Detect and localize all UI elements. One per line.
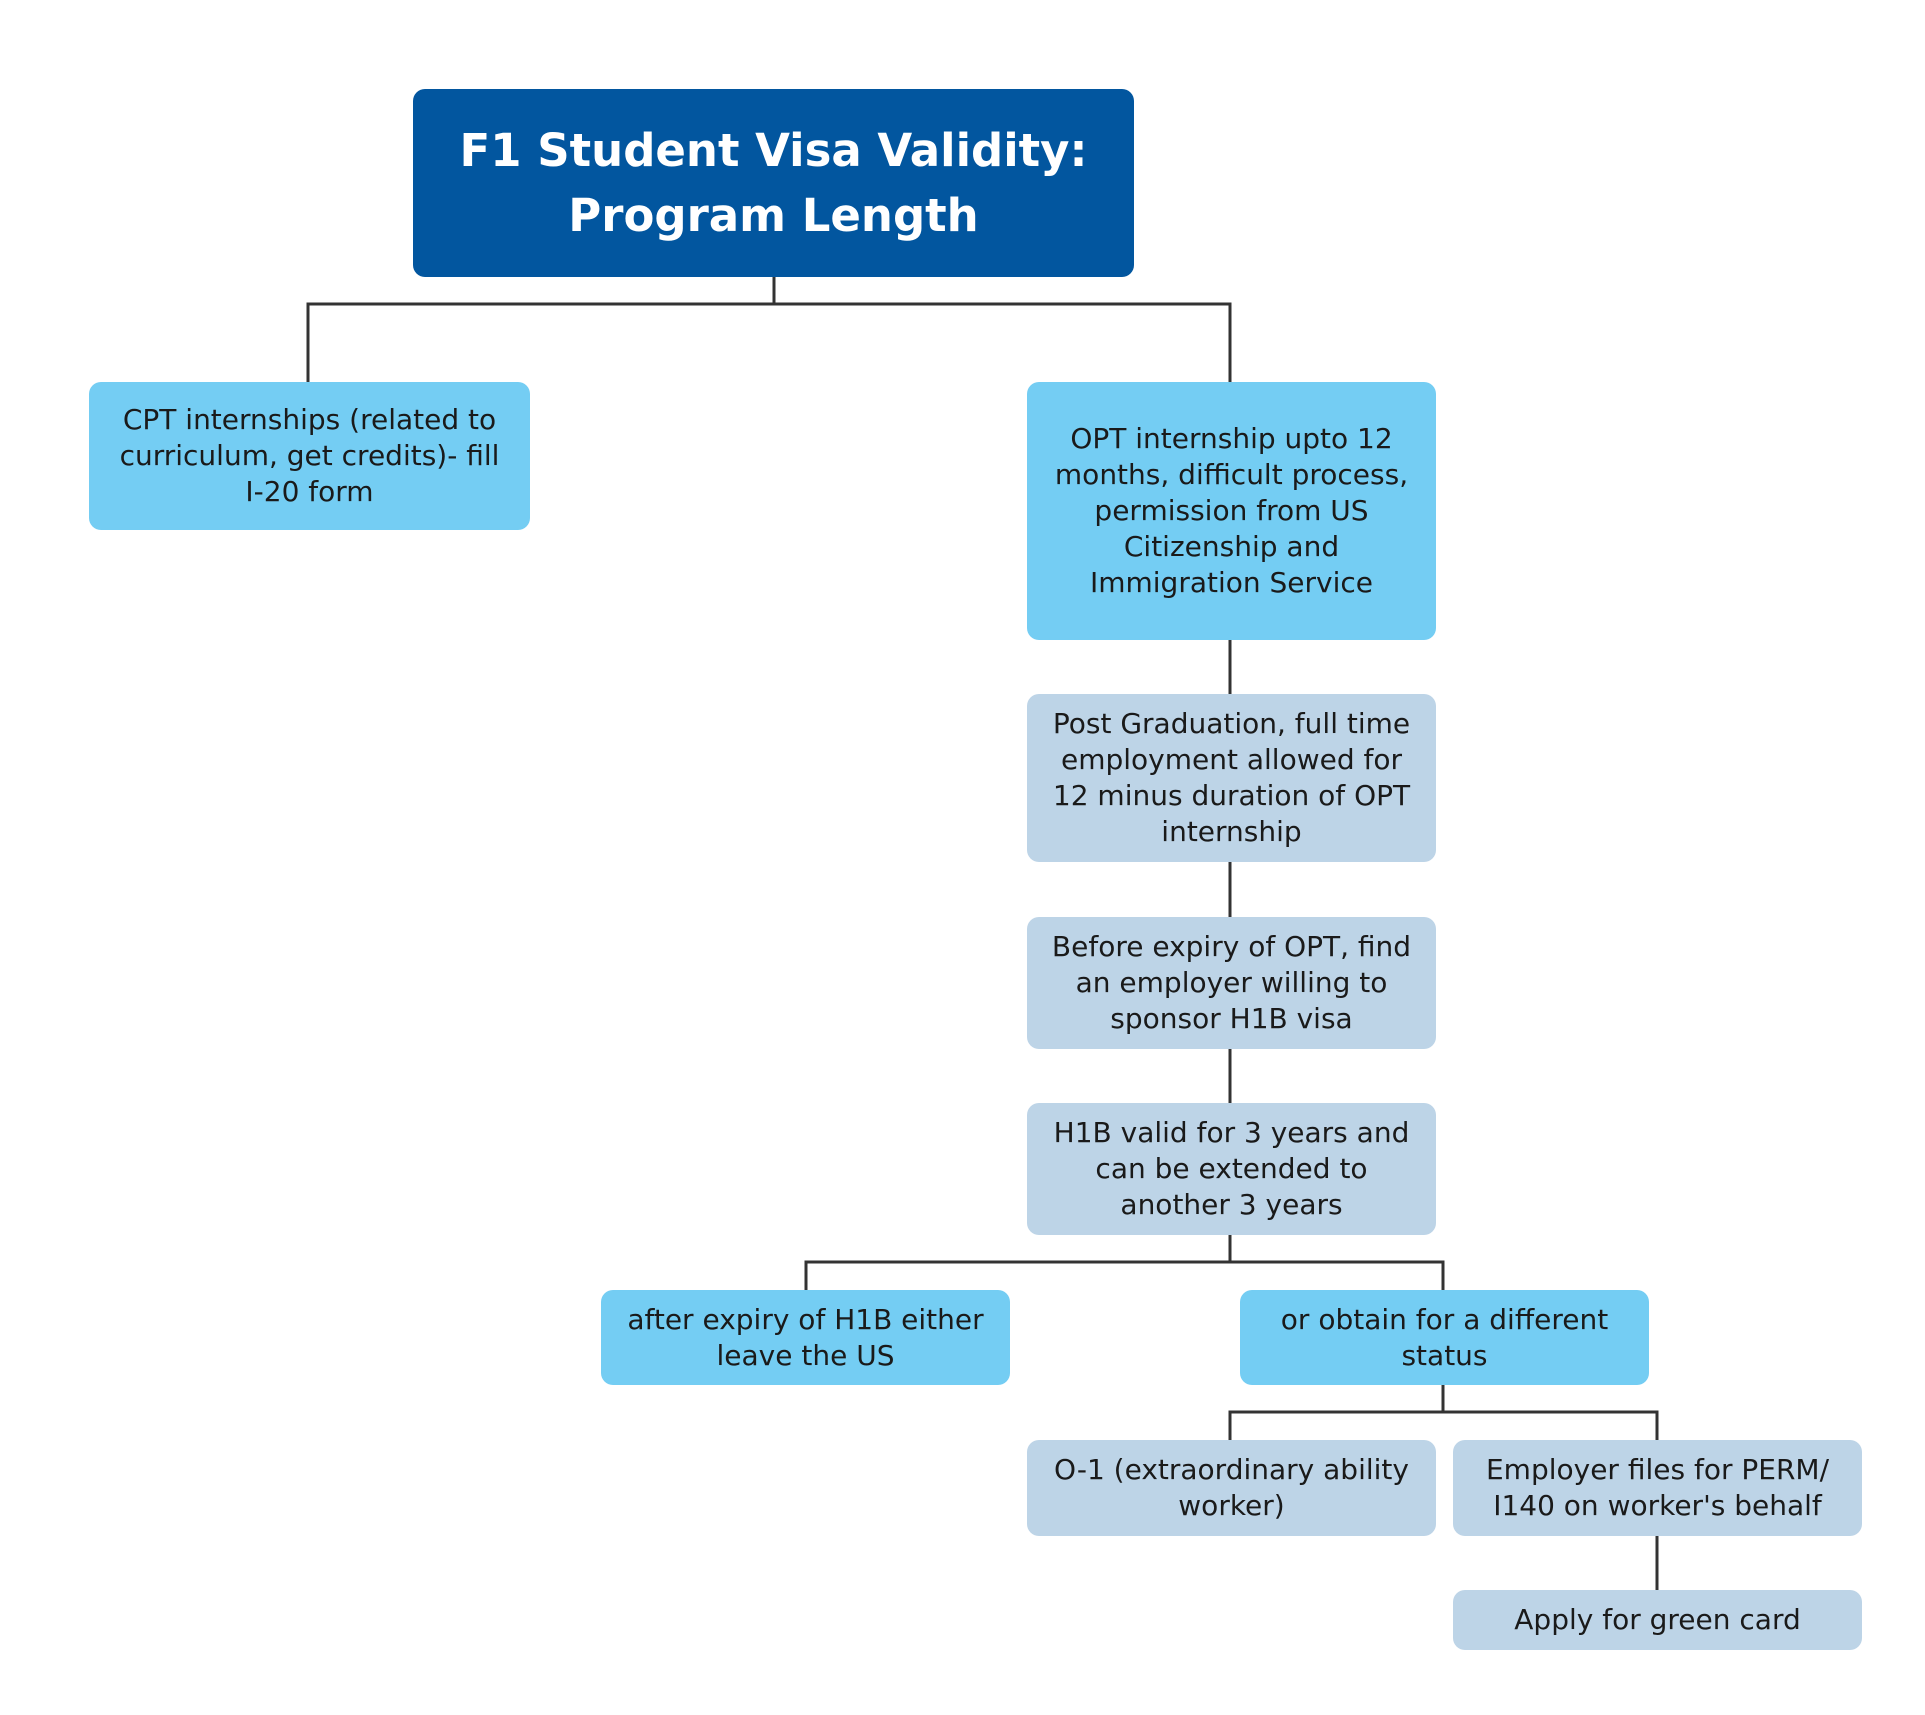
perm-text: Employer files for PERM/ I140 on worker'… xyxy=(1485,1453,1829,1522)
connector-title-children xyxy=(306,277,776,382)
connector-h1b-split xyxy=(804,1235,1232,1290)
connector-status-perm xyxy=(1443,1410,1659,1440)
o1-node: O-1 (extraordinary ability worker) xyxy=(1027,1440,1436,1536)
connector-title-opt xyxy=(774,302,1232,382)
post-graduation-text: Post Graduation, full time employment al… xyxy=(1052,707,1411,848)
connector-h1b-status xyxy=(1230,1260,1445,1290)
perm-node: Employer files for PERM/ I140 on worker'… xyxy=(1453,1440,1862,1536)
opt-text: OPT internship upto 12 months, difficult… xyxy=(1054,422,1409,599)
h1b-text: H1B valid for 3 years and can be extende… xyxy=(1053,1116,1410,1221)
leave-us-node: after expiry of H1B either leave the US xyxy=(601,1290,1010,1385)
different-status-text: or obtain for a different status xyxy=(1280,1302,1609,1372)
before-expiry-node: Before expiry of OPT, find an employer w… xyxy=(1027,917,1436,1049)
post-graduation-node: Post Graduation, full time employment al… xyxy=(1027,694,1436,862)
green-card-text: Apply for green card xyxy=(1514,1603,1801,1636)
connector-status-split xyxy=(1228,1385,1445,1440)
opt-node: OPT internship upto 12 months, difficult… xyxy=(1027,382,1436,640)
before-expiry-text: Before expiry of OPT, find an employer w… xyxy=(1051,930,1412,1035)
cpt-text: CPT internships (related to curriculum, … xyxy=(119,403,500,508)
cpt-node: CPT internships (related to curriculum, … xyxy=(89,382,530,530)
title-node: F1 Student Visa Validity: Program Length xyxy=(413,89,1134,277)
h1b-node: H1B valid for 3 years and can be extende… xyxy=(1027,1103,1436,1235)
different-status-node: or obtain for a different status xyxy=(1240,1290,1649,1385)
o1-text: O-1 (extraordinary ability worker) xyxy=(1054,1453,1409,1522)
green-card-node: Apply for green card xyxy=(1453,1590,1862,1650)
leave-us-text: after expiry of H1B either leave the US xyxy=(627,1302,984,1372)
title-text: F1 Student Visa Validity: Program Length xyxy=(459,124,1088,242)
